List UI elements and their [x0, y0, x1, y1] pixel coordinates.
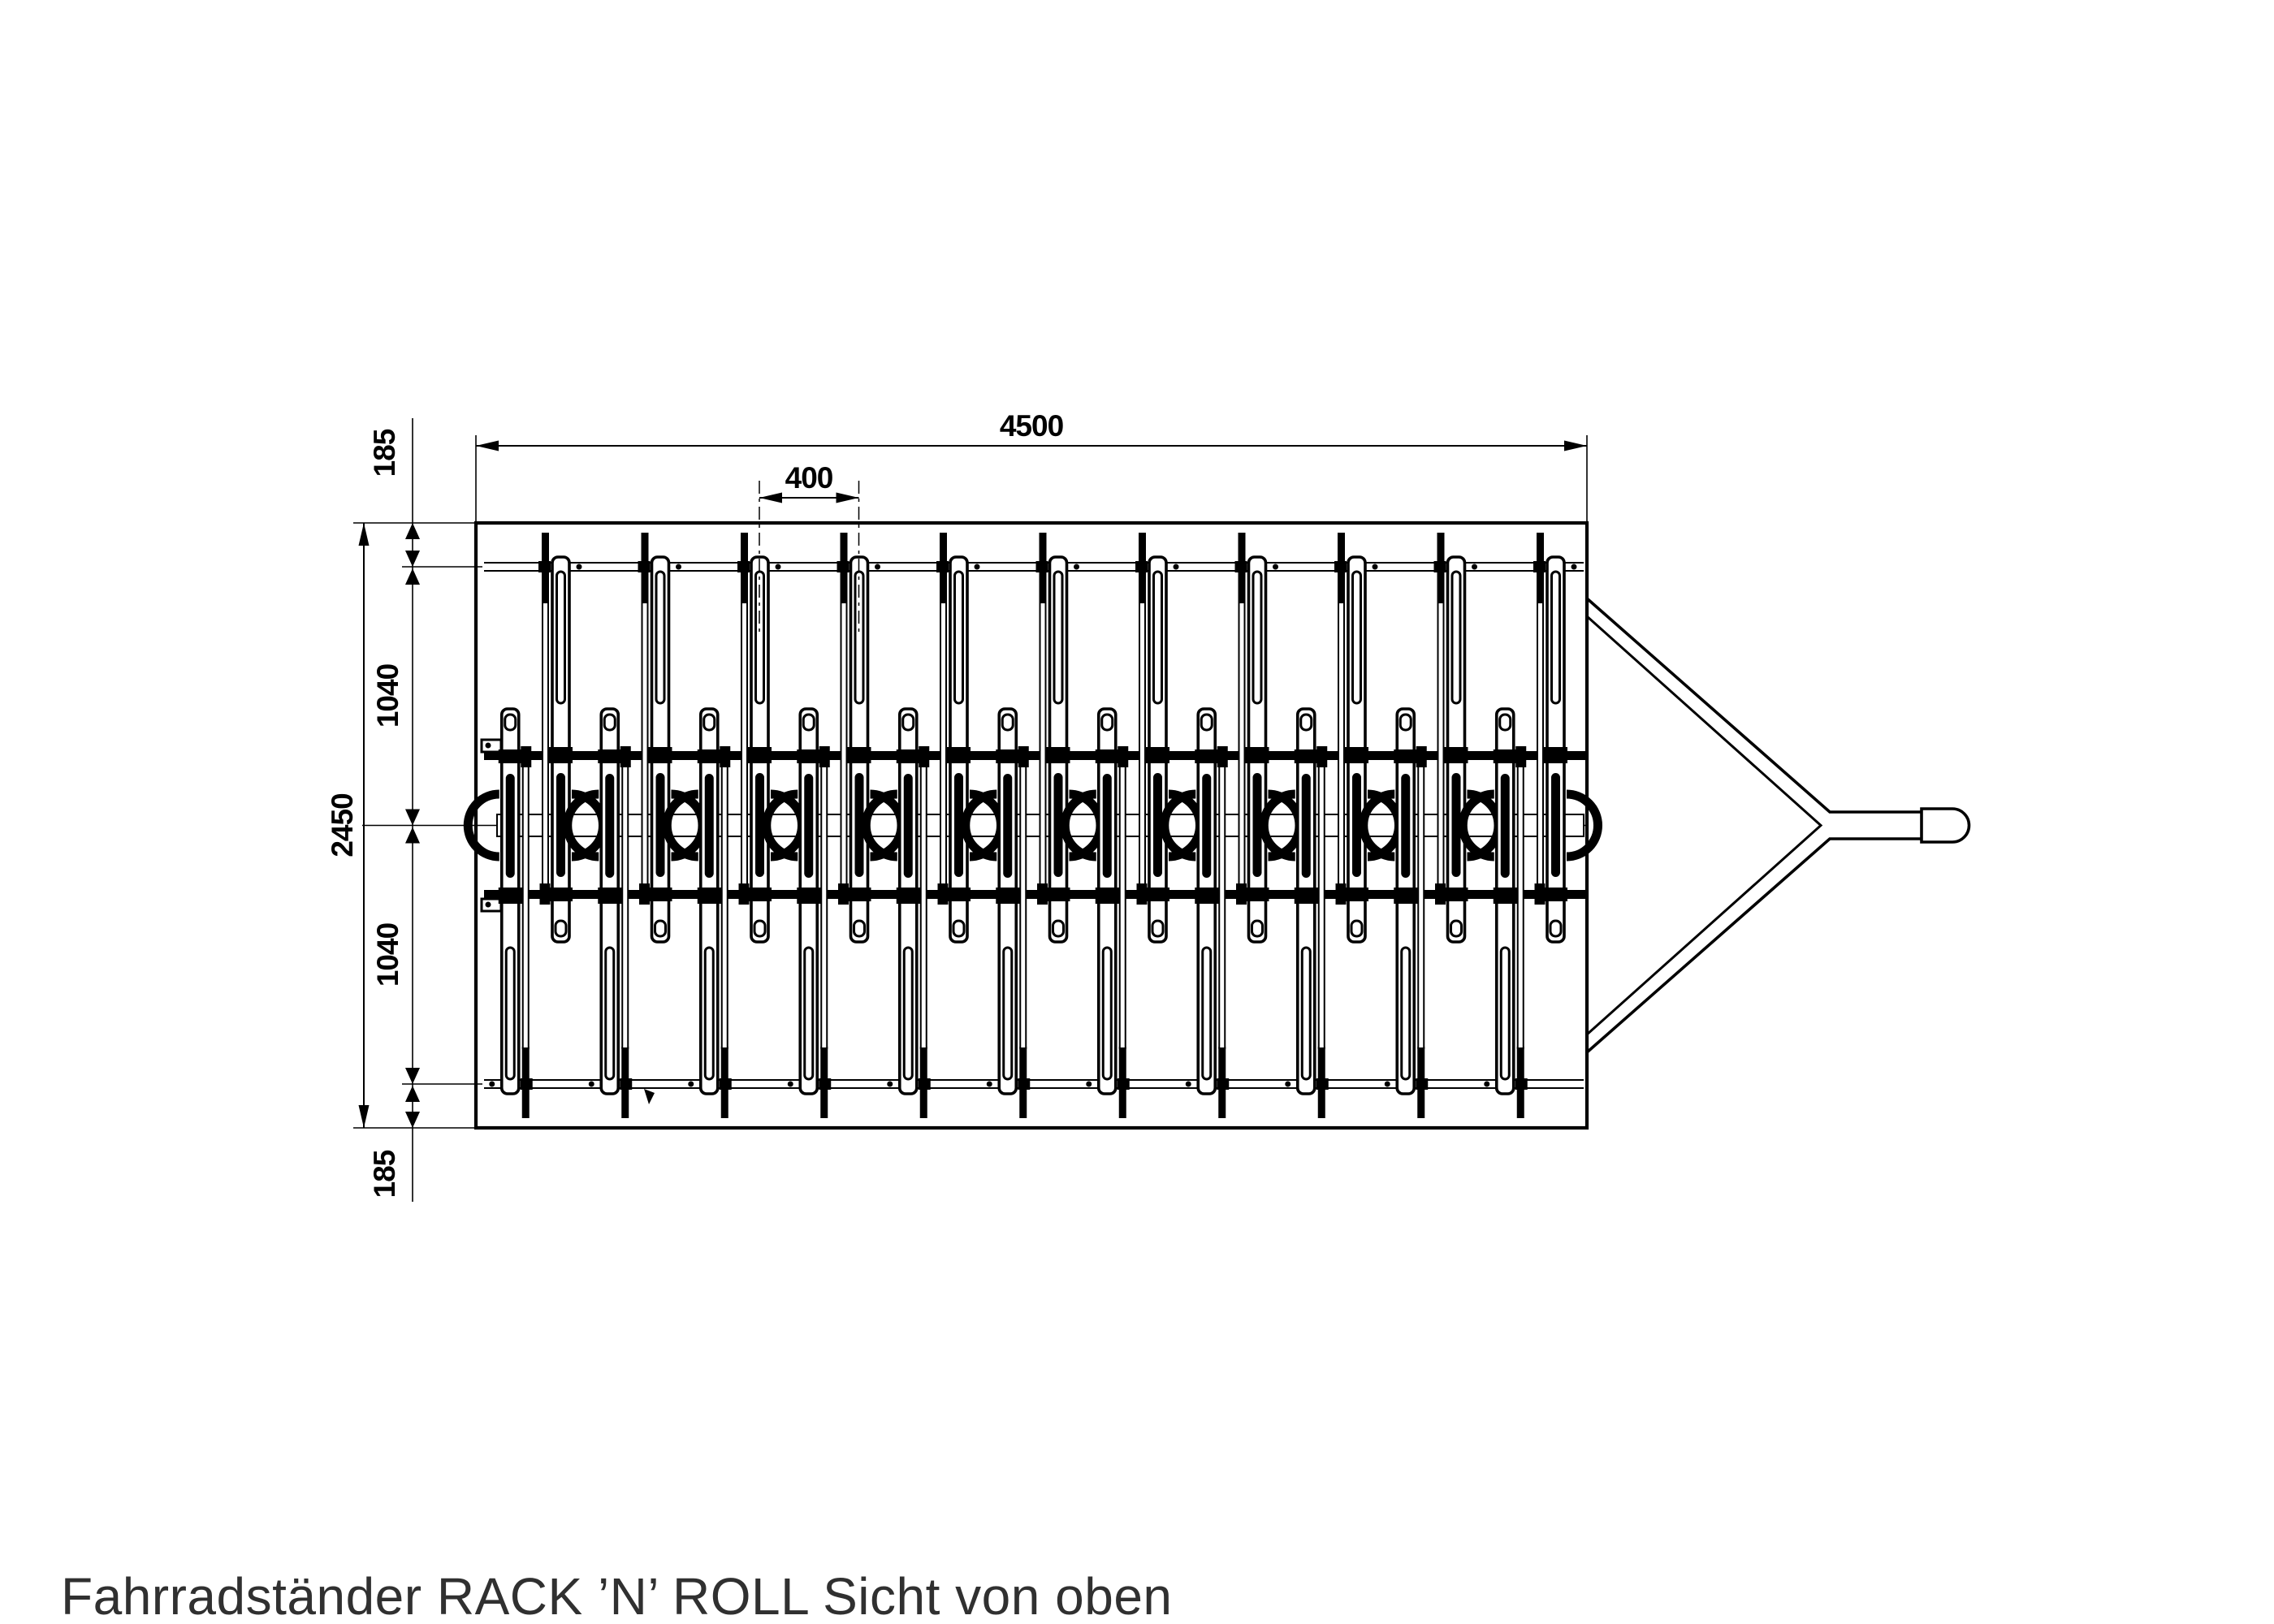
dim-1040-upper-label: 1040: [371, 663, 404, 728]
bike-slot: [1036, 533, 1101, 942]
dim-4500-label: 4500: [1000, 409, 1064, 443]
bike-slot: [1364, 709, 1429, 1118]
trailer-platform-outline: [473, 520, 1589, 1130]
bike-slot: [1065, 709, 1130, 1118]
bike-slot: [737, 533, 802, 942]
dimension-overall-width: 4500: [475, 409, 1588, 523]
bike-slot: [1235, 533, 1300, 942]
dimension-overall-depth: 2450: [326, 523, 370, 1128]
bike-slot: [538, 533, 603, 942]
dim-2450-label: 2450: [326, 793, 359, 857]
dimension-chain-left: 185 1040 1040 185: [368, 418, 420, 1202]
bike-slot: [638, 533, 703, 942]
bike-slot: [667, 709, 732, 1118]
bike-slot: [1434, 533, 1499, 942]
rail-bracket: [480, 738, 503, 754]
bike-rack-bottom-row: [468, 709, 1528, 1118]
rail-bracket: [480, 897, 503, 913]
bike-slot: [1334, 533, 1399, 942]
dimension-slot-pitch: 400: [759, 461, 860, 633]
bike-slot: [936, 533, 1001, 942]
bike-slot: [866, 709, 931, 1118]
bike-slot: [837, 533, 902, 942]
trailer-drawbar: [1585, 597, 1971, 1054]
bike-slot: [468, 709, 533, 1118]
extension-lines: [353, 522, 482, 1129]
bike-slot: [1165, 709, 1230, 1118]
dim-1040-lower-label: 1040: [371, 922, 404, 987]
pointer-mark: [644, 1089, 655, 1104]
bike-slot: [1264, 709, 1329, 1118]
bike-rack: [468, 533, 1597, 1118]
bike-rack-top-row: [538, 533, 1598, 942]
bike-slot: [1135, 533, 1200, 942]
coupling-head: [1920, 807, 1971, 844]
bike-slot: [767, 709, 832, 1118]
dim-185-top-label: 185: [368, 429, 401, 477]
dim-400-label: 400: [785, 461, 833, 495]
bike-slot: [568, 709, 633, 1118]
bike-slot: [966, 709, 1031, 1118]
bike-slot: [1463, 709, 1528, 1118]
dim-185-bottom-label: 185: [368, 1150, 401, 1198]
drawing-title: Fahrradständer RACK ’N’ ROLL Sicht von o…: [61, 1567, 1173, 1624]
